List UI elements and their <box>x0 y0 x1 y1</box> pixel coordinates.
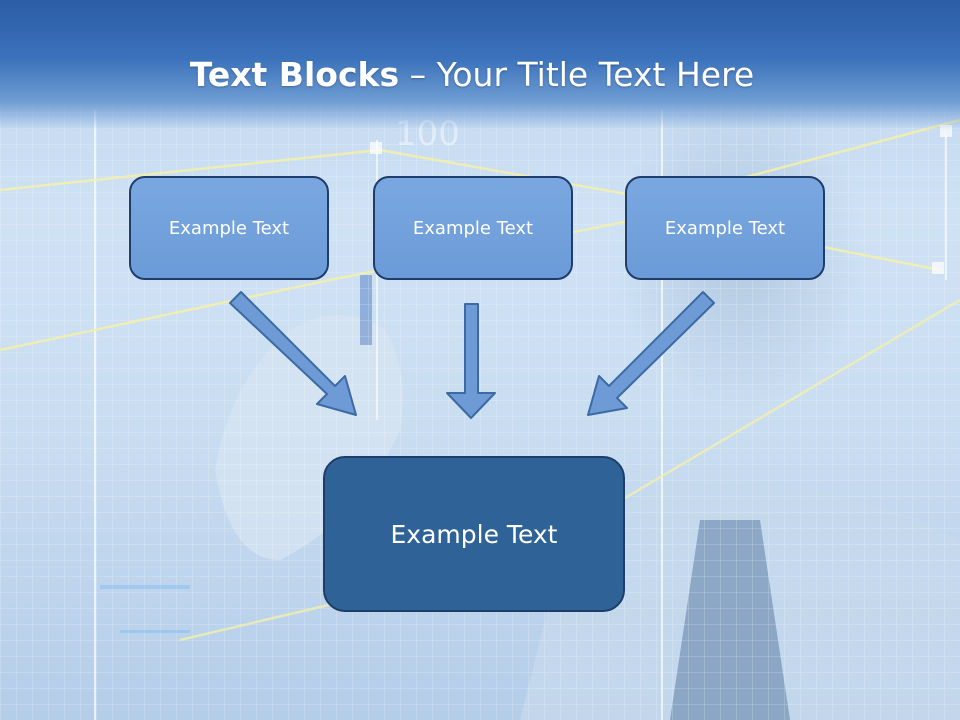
text-block-bottom[interactable]: Example Text <box>323 456 625 612</box>
text-block-right-label: Example Text <box>664 217 786 239</box>
title-dash: – <box>399 55 437 94</box>
text-block-left-label: Example Text <box>168 217 290 239</box>
text-block-right[interactable]: Example Text <box>625 176 825 280</box>
title-bold: Text Blocks <box>189 55 400 94</box>
text-block-left[interactable]: Example Text <box>129 176 329 280</box>
chart-line-upper <box>0 118 960 202</box>
text-block-center[interactable]: Example Text <box>373 176 573 280</box>
slide-title[interactable]: Text Blocks – Your Title Text Here <box>0 52 944 98</box>
text-block-center-label: Example Text <box>412 217 534 239</box>
text-block-bottom-label: Example Text <box>390 519 558 549</box>
header-band <box>0 0 960 130</box>
title-rest: Your Title Text Here <box>436 55 755 94</box>
